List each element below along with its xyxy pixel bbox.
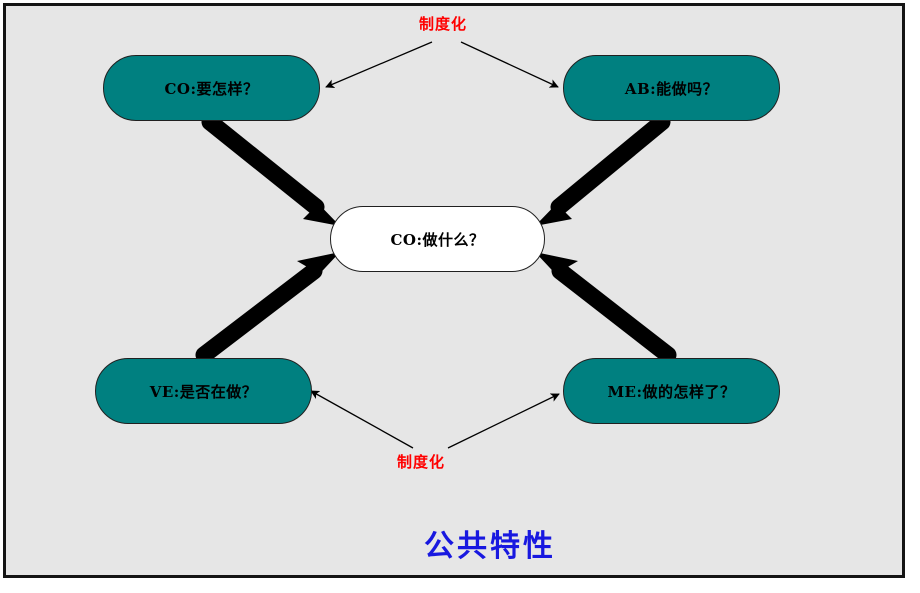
node-co-want-label: CO:要怎样？	[164, 79, 259, 98]
edge-me-howwell-to-center	[535, 252, 677, 364]
edge-top-label-to-ab-can	[460, 41, 559, 88]
node-me-howwell-label: ME:做的怎样了？	[607, 382, 736, 401]
node-ve-doing[interactable]: VE:是否在做？	[95, 358, 312, 424]
edge-ve-doing-to-center	[195, 252, 340, 364]
node-co-what-label: CO:做什么？	[390, 230, 485, 249]
edge-top-label-to-co-want	[325, 41, 433, 88]
edge-bottom-label-to-me-howwell	[447, 393, 560, 449]
edge-bottom-label-to-ve-doing	[310, 390, 414, 449]
edge-co-want-to-center	[201, 113, 340, 226]
edge-ab-can-to-center	[535, 113, 671, 226]
node-ab-can-label: AB:能做吗？	[624, 79, 719, 98]
node-co-what[interactable]: CO:做什么？	[330, 206, 545, 272]
node-me-howwell[interactable]: ME:做的怎样了？	[563, 358, 780, 424]
edge-label-bottom: 制度化	[397, 453, 446, 471]
diagram-title: 公共特性	[424, 529, 556, 564]
node-co-want[interactable]: CO:要怎样？	[103, 55, 320, 121]
node-ve-doing-label: VE:是否在做？	[149, 382, 258, 401]
edge-label-top: 制度化	[419, 15, 468, 33]
node-ab-can[interactable]: AB:能做吗？	[563, 55, 780, 121]
